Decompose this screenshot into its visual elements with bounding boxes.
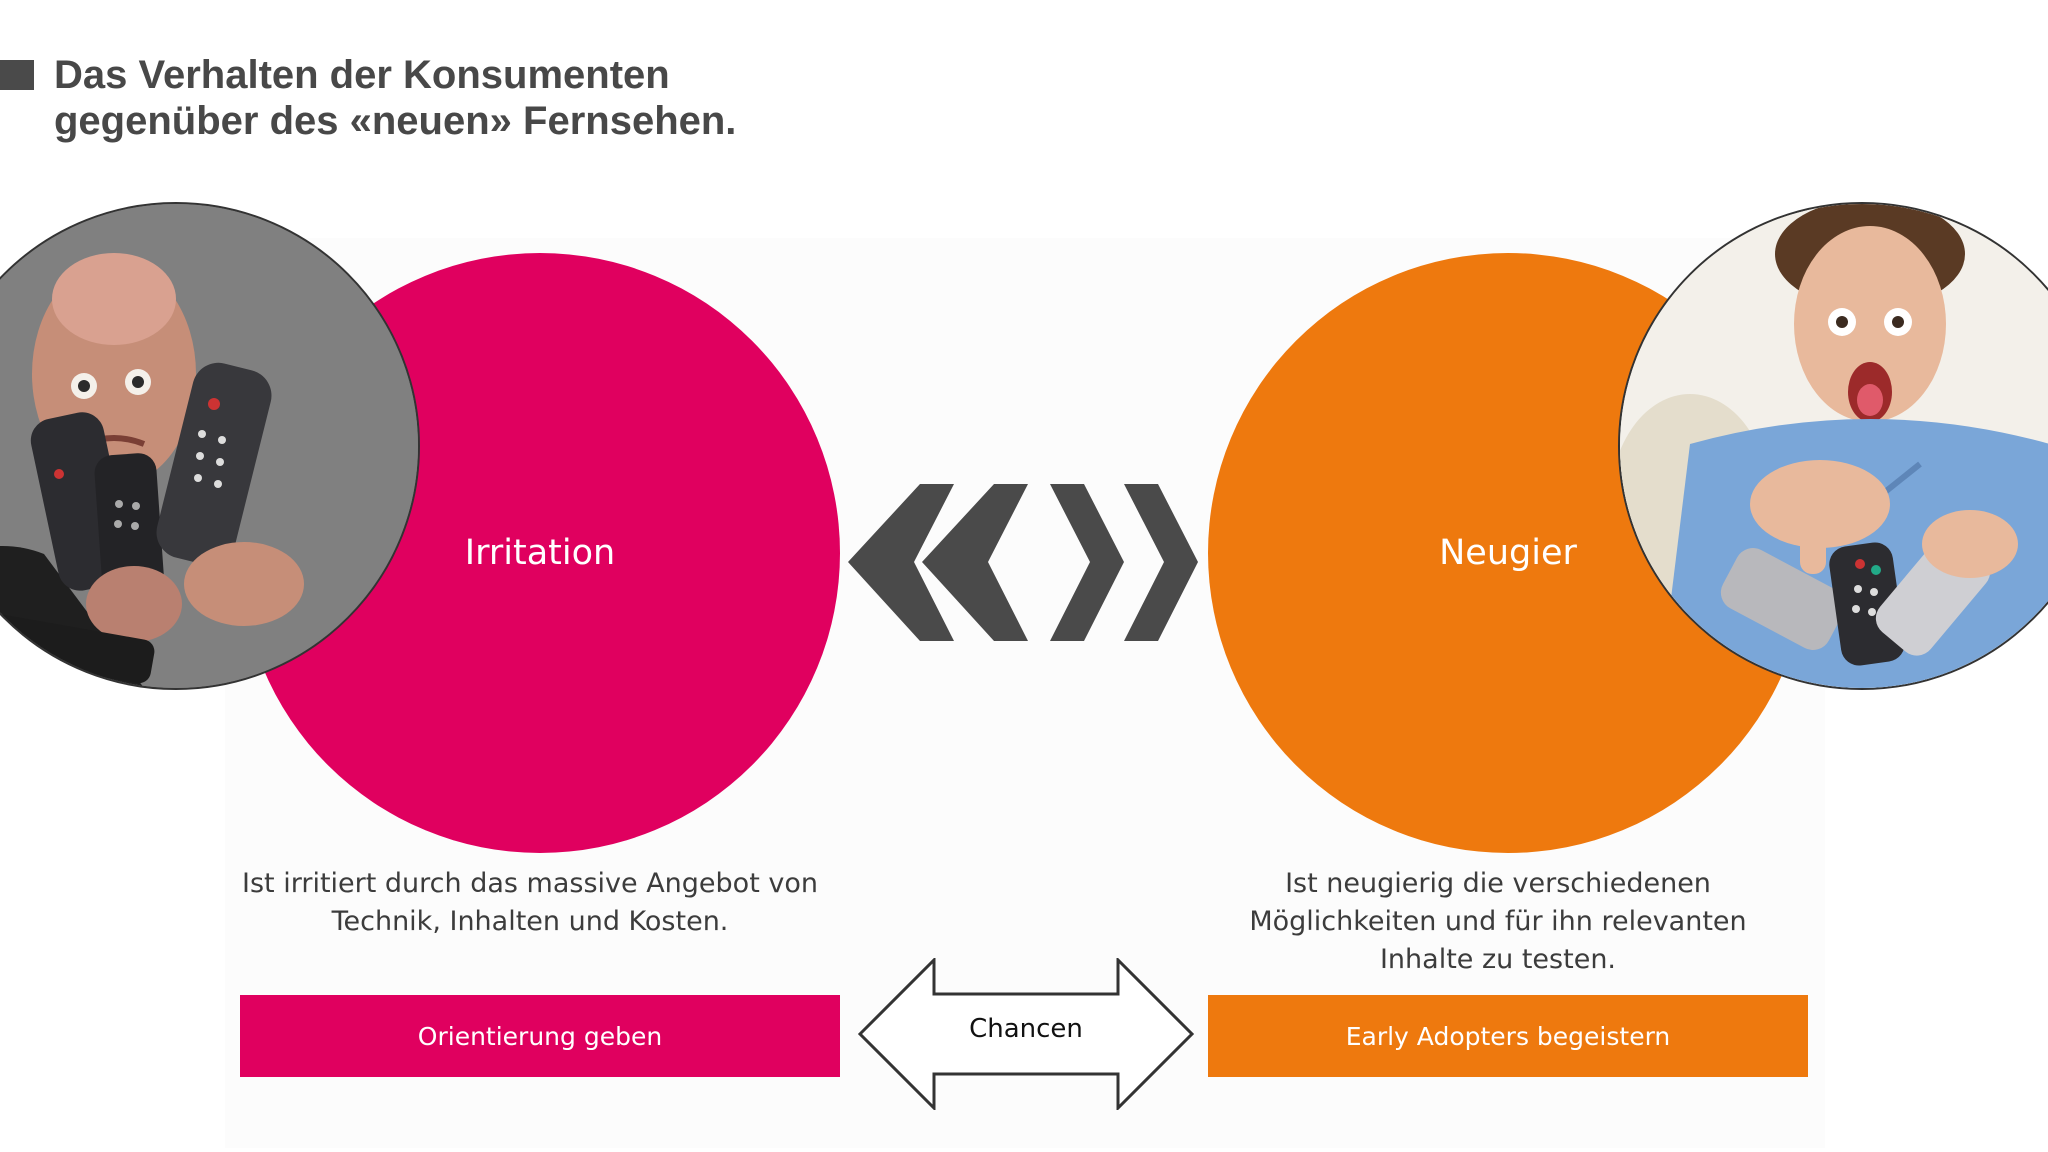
excited-man-photo xyxy=(1618,202,2048,690)
neugier-description-line3: Inhalte zu testen. xyxy=(1379,944,1617,975)
double-headed-arrow-icon xyxy=(858,958,1194,1110)
orientierung-geben-bar: Orientierung geben xyxy=(240,995,840,1077)
early-adopters-label: Early Adopters begeistern xyxy=(1345,1021,1671,1051)
double-chevron-left-right-icon xyxy=(848,484,1198,641)
chancen-label: Chancen xyxy=(969,1014,1083,1044)
slide-title: Das Verhalten der Konsumenten gegenüber … xyxy=(54,52,736,144)
early-adopters-bar: Early Adopters begeistern xyxy=(1208,995,1808,1077)
slide-title-line2: gegenüber des «neuen» Fernsehen. xyxy=(54,99,737,143)
neugier-description-line1: Ist neugierig die verschiedenen xyxy=(1285,868,1711,899)
irritation-description-line2: Technik, Inhalten und Kosten. xyxy=(331,906,729,937)
title-marker xyxy=(0,60,34,90)
slide-title-line1: Das Verhalten der Konsumenten xyxy=(54,53,670,97)
neugier-label: Neugier xyxy=(1439,533,1577,573)
confused-man-illustration xyxy=(0,204,418,688)
irritation-label: Irritation xyxy=(464,533,616,573)
neugier-description: Ist neugierig die verschiedenen Möglichk… xyxy=(1198,865,1798,979)
confused-man-photo xyxy=(0,202,420,690)
irritation-description-line1: Ist irritiert durch das massive Angebot … xyxy=(242,868,818,899)
neugier-description-line2: Möglichkeiten und für ihn relevanten xyxy=(1249,906,1747,937)
irritation-description: Ist irritiert durch das massive Angebot … xyxy=(230,865,830,941)
excited-man-illustration xyxy=(1620,204,2048,688)
orientierung-geben-label: Orientierung geben xyxy=(417,1021,663,1051)
